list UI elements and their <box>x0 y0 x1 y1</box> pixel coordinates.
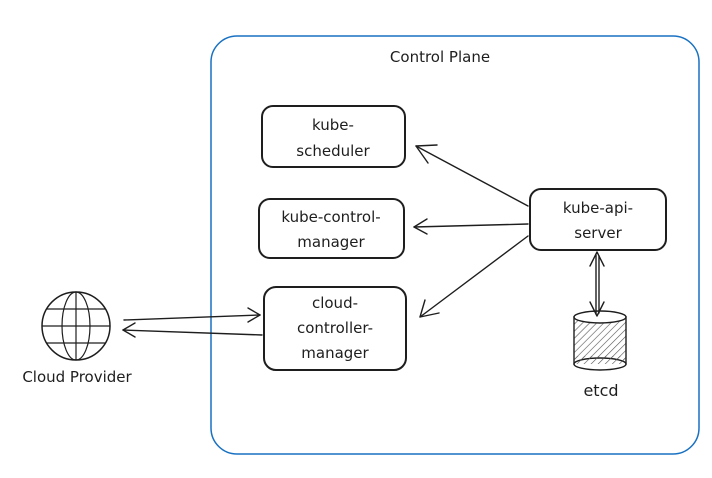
kube-api-server-node: kube-api- server <box>529 188 667 251</box>
etcd-node: etcd <box>573 310 627 400</box>
edge-api-to-cloud-controller <box>419 235 529 318</box>
kube-api-server-label-line-2: server <box>574 224 622 242</box>
cloud-controller-manager-node: cloud- controller- manager <box>263 286 407 371</box>
kube-api-server-label-line-1: kube-api- <box>563 199 633 217</box>
edge-cloud-controller-to-cloud-provider <box>122 322 263 338</box>
kube-controller-manager-label-line-2: manager <box>297 233 365 251</box>
kube-scheduler-node: kube- scheduler <box>261 105 406 168</box>
edge-cloud-provider-to-cloud-controller <box>123 307 261 323</box>
cloud-provider-label: Cloud Provider <box>22 368 132 386</box>
kube-scheduler-label-line-1: kube- <box>312 116 354 134</box>
etcd-label: etcd <box>583 381 618 400</box>
cloud-controller-manager-label-line-3: manager <box>301 344 369 362</box>
control-plane-frame: Control Plane <box>210 35 700 455</box>
cloud-controller-manager-label-line-2: controller- <box>297 319 373 337</box>
database-icon <box>573 310 627 371</box>
kube-controller-manager-label-line-1: kube-control- <box>281 208 380 226</box>
edge-api-to-scheduler <box>415 144 529 207</box>
kube-controller-manager-node: kube-control- manager <box>258 198 405 259</box>
cloud-controller-manager-label-line-1: cloud- <box>312 294 358 312</box>
control-plane-title: Control Plane <box>390 48 490 66</box>
cloud-provider-node: Cloud Provider <box>22 291 133 386</box>
globe-icon <box>41 291 111 361</box>
edge-api-etcd-bidirectional <box>589 251 605 317</box>
kube-scheduler-label-line-2: scheduler <box>296 142 370 160</box>
edge-api-to-controller-manager <box>413 218 529 235</box>
